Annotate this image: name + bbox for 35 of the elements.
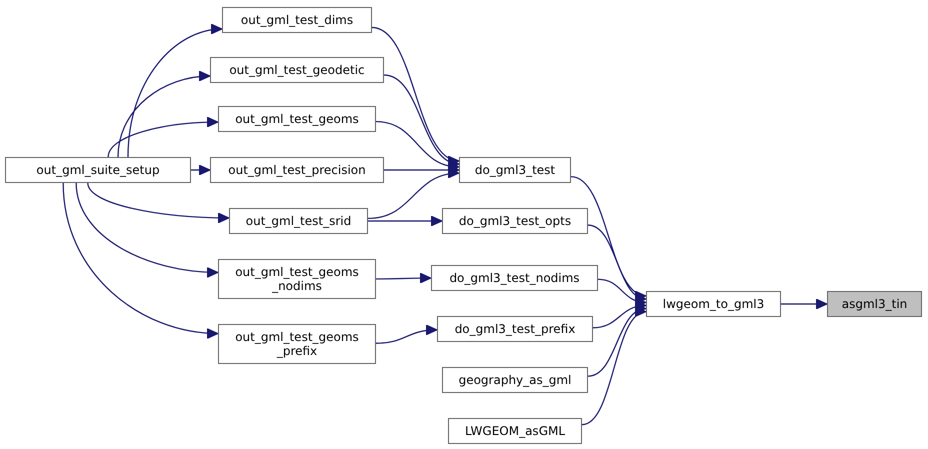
function-box: out_gml_test_geodetic xyxy=(210,57,384,83)
call-arrow xyxy=(191,164,210,176)
call-arrow xyxy=(372,26,460,164)
function-box: out_gml_test_geoms _prefix xyxy=(218,324,376,364)
function-box: geography_as_gml xyxy=(442,367,588,393)
function-box: out_gml_test_geoms _nodims xyxy=(218,259,376,299)
function-box: out_gml_test_dims xyxy=(222,7,372,33)
function-box: out_gml_suite_setup xyxy=(5,157,191,183)
function-box: asgml3_tin xyxy=(827,291,922,317)
function-box: LWGEOM_asGML xyxy=(448,418,582,444)
call-arrow xyxy=(376,120,460,172)
call-arrow xyxy=(117,71,210,158)
call-arrow xyxy=(368,216,442,226)
call-arrow xyxy=(570,176,646,298)
call-arrow xyxy=(588,224,646,302)
function-box: do_gml3_test_prefix xyxy=(437,316,593,342)
call-arrow xyxy=(127,24,222,158)
call-arrow xyxy=(108,116,218,158)
function-box: out_gml_test_precision xyxy=(210,157,384,183)
call-arrow xyxy=(588,305,646,377)
function-box: do_gml3_test_nodims xyxy=(431,265,598,291)
function-box: do_gml3_test xyxy=(459,157,571,183)
function-box: do_gml3_test_opts xyxy=(442,208,588,234)
call-arrow xyxy=(87,182,230,224)
call-arrow xyxy=(368,168,460,220)
call-arrow xyxy=(62,182,218,338)
call-arrow xyxy=(76,182,218,278)
call-arrow xyxy=(582,310,646,426)
function-box: out_gml_test_srid xyxy=(229,208,368,234)
call-arrow xyxy=(376,324,438,344)
function-box: out_gml_test_geoms xyxy=(218,106,376,132)
call-arrow xyxy=(384,74,460,168)
call-arrow xyxy=(781,298,828,310)
function-box: lwgeom_to_gml3 xyxy=(646,291,781,317)
call-arrow xyxy=(376,272,432,284)
